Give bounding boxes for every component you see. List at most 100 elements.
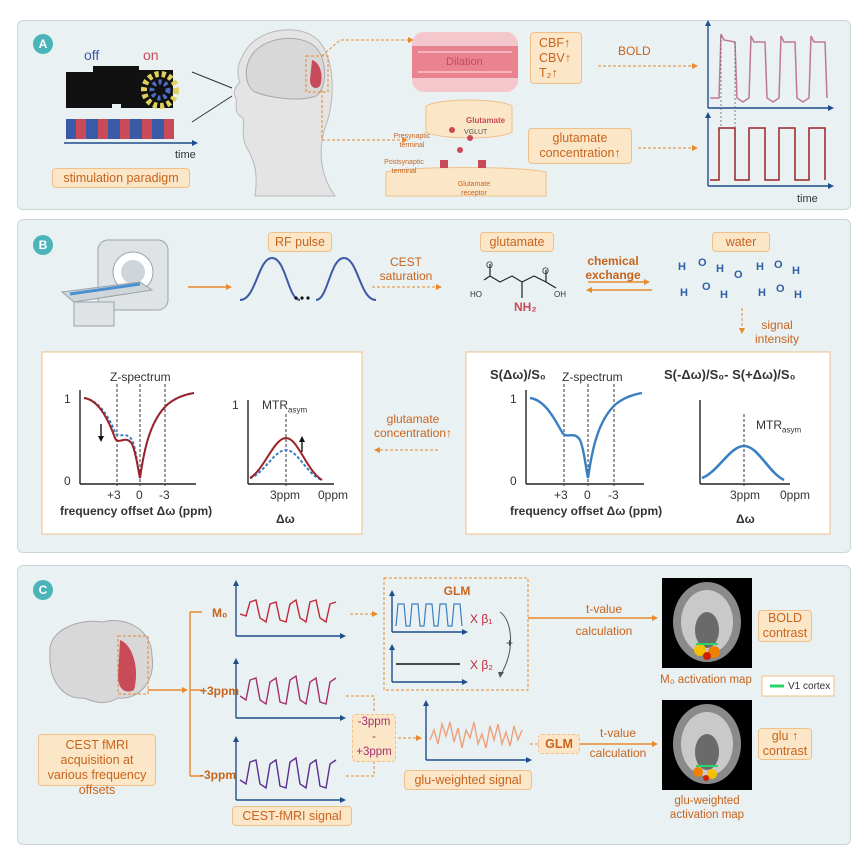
- plus3-signal: [239, 674, 337, 706]
- glutamate-waveform: [710, 127, 826, 181]
- bold-contrast-box: BOLD contrast: [758, 610, 812, 642]
- glutamate-receptor-label: Glutamate receptor: [457, 181, 491, 197]
- glu-activation-map-label: glu-weighted activation map: [669, 795, 745, 821]
- t2-label: T₂↑: [539, 66, 558, 80]
- molecule-o-2: O: [542, 266, 550, 276]
- tvalue-label-2: t-value: [599, 726, 637, 740]
- panel-a-label: A: [33, 34, 53, 54]
- beta1-label: X β₁: [470, 612, 493, 626]
- water-molecule-9: O: [702, 281, 711, 293]
- minus3ppm-label: -3ppm: [200, 768, 236, 782]
- x-tick-minus3-right: -3: [608, 488, 619, 502]
- mtr-main-right: MTR: [756, 418, 782, 432]
- presynaptic-label: Presynaptic terminal: [393, 133, 431, 149]
- beta2-label: X β₂: [470, 658, 493, 672]
- water-molecule-10: H: [720, 289, 728, 301]
- x-tick-0ppm-left: 0ppm: [318, 488, 349, 502]
- x-tick-0-left: 0: [136, 488, 143, 502]
- tvalue-label-1: t-value: [585, 602, 623, 616]
- time-label-2: time: [797, 193, 818, 205]
- glutamate-molecule: [483, 264, 557, 298]
- brain-icon: [49, 620, 154, 704]
- x-tick-plus3-left: +3: [107, 488, 121, 502]
- plus-label: +: [506, 636, 514, 650]
- glu-weighted-signal: [429, 721, 523, 749]
- freq-offset-label-left: frequency offset Δω (ppm): [60, 504, 213, 518]
- mtr-sub-right: asym: [782, 425, 802, 435]
- cest-saturation-label: CEST saturation: [379, 255, 433, 283]
- m0-label: M₀: [212, 606, 227, 620]
- rf-pulse-waveform: [239, 256, 377, 301]
- mtr-stimulated: [249, 436, 323, 481]
- glu-weighted-signal-box: glu-weighted signal: [404, 770, 532, 790]
- mtr-main-left: MTR: [262, 398, 288, 412]
- rf-pulse-box: RF pulse: [268, 232, 332, 252]
- y-tick-1-mtr-left: 1: [232, 398, 239, 412]
- x-tick-0-right: 0: [584, 488, 591, 502]
- cbf-cbv-t2-box: CBF↑ CBV↑ T₂↑: [530, 32, 582, 84]
- glm-label: GLM: [443, 584, 471, 598]
- bold-label: BOLD: [618, 44, 651, 58]
- chemical-exchange-label: chemical exchange: [585, 254, 641, 282]
- panel-c-label: C: [33, 580, 53, 600]
- y-tick-1-right: 1: [510, 392, 517, 406]
- glutamate-concentration-label-b: glutamate concentration↑: [373, 412, 453, 440]
- water-molecule-11: H: [758, 287, 766, 299]
- mtr-sub-left: asym: [288, 405, 308, 415]
- water-molecule-7: H: [792, 265, 800, 277]
- glutamate-concentration-box: glutamate concentration↑: [528, 128, 632, 164]
- stimulation-bars: [66, 119, 174, 139]
- water-molecule-5: H: [756, 261, 764, 273]
- m0-signal: [239, 598, 337, 624]
- subtraction-minus3: -3ppm: [357, 716, 391, 728]
- off-label: off: [84, 47, 100, 63]
- water-molecule-13: H: [794, 289, 802, 301]
- left-spectrum-box: [41, 351, 363, 535]
- x-tick-plus3-right: +3: [554, 488, 568, 502]
- water-box: water: [712, 232, 770, 252]
- cbf-label: CBF↑: [539, 36, 571, 50]
- glm-regressor-1: [395, 603, 463, 627]
- plus3ppm-label: +3ppm: [200, 684, 240, 698]
- mtr-title-right: MTRasym: [756, 418, 801, 437]
- water-molecule-12: O: [776, 283, 785, 295]
- z-spectrum-title-left: Z-spectrum: [110, 370, 171, 384]
- synapse-presynaptic: [425, 99, 513, 139]
- subtraction-plus3: +3ppm: [356, 746, 392, 758]
- stimulation-paradigm-box: stimulation paradigm: [52, 168, 190, 188]
- water-molecule-4: O: [734, 269, 743, 281]
- x-tick-3ppm-left: 3ppm: [270, 488, 301, 502]
- v1-legend-box: [761, 675, 835, 697]
- molecule-nh2: NH₂: [514, 300, 537, 314]
- acquisition-box: CEST fMRI acquisition at various frequen…: [38, 734, 156, 797]
- signal-intensity-label: signal intensity: [754, 318, 800, 346]
- dw-label-left: Δω: [276, 512, 295, 526]
- dilation-label: Dilation: [446, 56, 483, 68]
- y-tick-0-left: 0: [64, 474, 71, 488]
- water-molecule-6: O: [774, 259, 783, 271]
- freq-offset-label-right: frequency offset Δω (ppm): [510, 504, 663, 518]
- z-spectrum-right: [529, 391, 643, 479]
- water-molecule-3: H: [716, 263, 724, 275]
- water-molecule-2: O: [698, 257, 707, 269]
- calculation-label-1: calculation: [575, 624, 633, 638]
- minus3-signal: [239, 756, 337, 790]
- glutamate-synapse-label: Glutamate: [466, 116, 506, 125]
- v1-cortex-label: V1 cortex: [788, 681, 831, 692]
- water-molecules: H O H O H O H H O H H O H: [676, 256, 806, 306]
- glm-box: [383, 577, 529, 691]
- molecule-o-1: O: [486, 260, 494, 270]
- s-asym-label: S(-Δω)/S₀- S(+Δω)/S₀: [664, 367, 796, 382]
- subtraction-dash: -: [372, 731, 376, 743]
- s-dw-label: S(Δω)/S₀: [490, 367, 546, 382]
- cbv-label: CBV↑: [539, 51, 571, 65]
- glu-contrast-box: glu ↑ contrast: [758, 728, 812, 760]
- panel-b-label: B: [33, 235, 53, 255]
- z-spectrum-stimulated: [83, 392, 195, 479]
- synapse-postsynaptic: [385, 167, 547, 197]
- m0-activation-map-label: M₀ activation map: [660, 674, 752, 686]
- time-label-1: time: [175, 149, 196, 161]
